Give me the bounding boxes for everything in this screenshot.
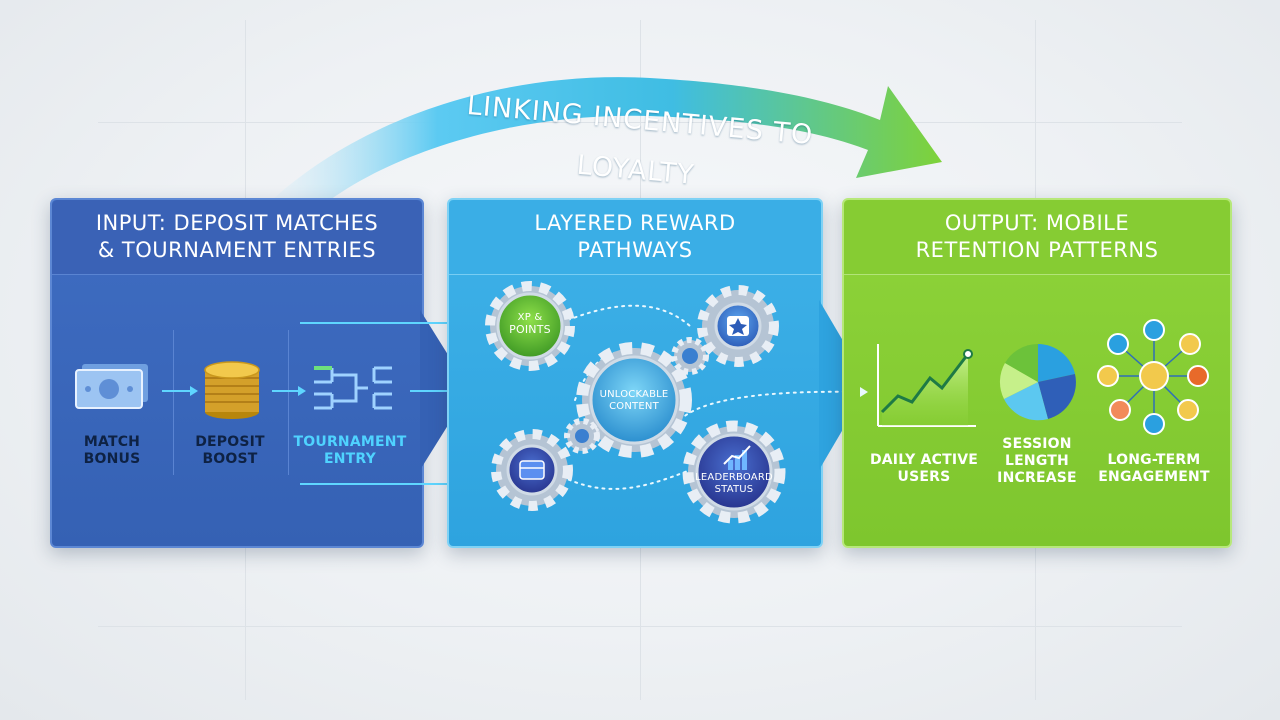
gear-label-leaderboard: Leaderboard Status (690, 472, 778, 496)
input-title-line1: Input: Deposit Matches (95, 211, 379, 235)
gear-star (697, 285, 779, 367)
label-tournament-entry: Tournament Entry (290, 434, 410, 468)
gear-line: Content (609, 401, 659, 412)
gear-small-2 (564, 418, 600, 454)
label-line: Engagement (1098, 469, 1210, 485)
label-deposit-boost: Deposit Boost (180, 434, 280, 468)
label-line: Length (1005, 453, 1069, 469)
label-match-bonus: Match Bonus (62, 434, 162, 468)
output-panel-header: Output: Mobile Retention Patterns (844, 200, 1230, 275)
label-line: Deposit (195, 434, 265, 450)
output-title-line2: Retention Patterns (915, 238, 1159, 262)
gear-label-xp: XP & Points (500, 312, 560, 336)
gear-line: Unlockable (599, 389, 669, 400)
label-line: Boost (202, 451, 258, 467)
gear-line: Leaderboard (695, 472, 773, 483)
gear-line: Points (509, 323, 551, 336)
pie-chart-icon (999, 343, 1076, 421)
gear-small-1 (671, 337, 709, 375)
label-line: Daily Active (869, 452, 979, 468)
pathways-panel-header: Layered Reward Pathways (449, 200, 821, 275)
label-line: Increase (997, 470, 1077, 486)
bracket-icon (314, 366, 392, 410)
gear-leaderboard (682, 420, 786, 524)
gear-line: XP & (517, 312, 543, 323)
pathways-title-line2: Pathways (577, 238, 693, 262)
label-line: Bonus (83, 451, 141, 467)
gear-unlockable (576, 342, 692, 458)
pathways-title-line1: Layered Reward (534, 211, 736, 235)
gear-label-unlockable: Unlockable Content (592, 389, 676, 413)
output-title-line1: Output: Mobile (944, 211, 1130, 235)
label-line: Match (83, 434, 141, 450)
network-icon (1097, 319, 1209, 435)
label-session-length: Session Length Increase (982, 436, 1092, 487)
divider (173, 330, 174, 475)
gear-line: Status (714, 484, 754, 495)
gear-xp (485, 281, 575, 371)
gear-chest (491, 429, 573, 511)
label-long-term-engagement: Long-Term Engagement (1092, 452, 1216, 486)
label-daily-active-users: Daily Active Users (862, 452, 986, 486)
label-line: Users (897, 469, 951, 485)
divider (288, 330, 289, 475)
label-line: Entry (324, 451, 376, 467)
cash-icon (75, 364, 148, 409)
label-line: Long-Term (1107, 452, 1201, 468)
label-line: Tournament (293, 434, 407, 450)
line-chart-icon (877, 344, 976, 427)
input-panel: Input: Deposit Matches & Tournament Entr… (50, 198, 424, 548)
label-line: Session (1002, 436, 1072, 452)
coin-stack-icon (204, 361, 260, 419)
input-title-line2: & Tournament Entries (97, 238, 377, 262)
input-panel-header: Input: Deposit Matches & Tournament Entr… (52, 200, 422, 275)
